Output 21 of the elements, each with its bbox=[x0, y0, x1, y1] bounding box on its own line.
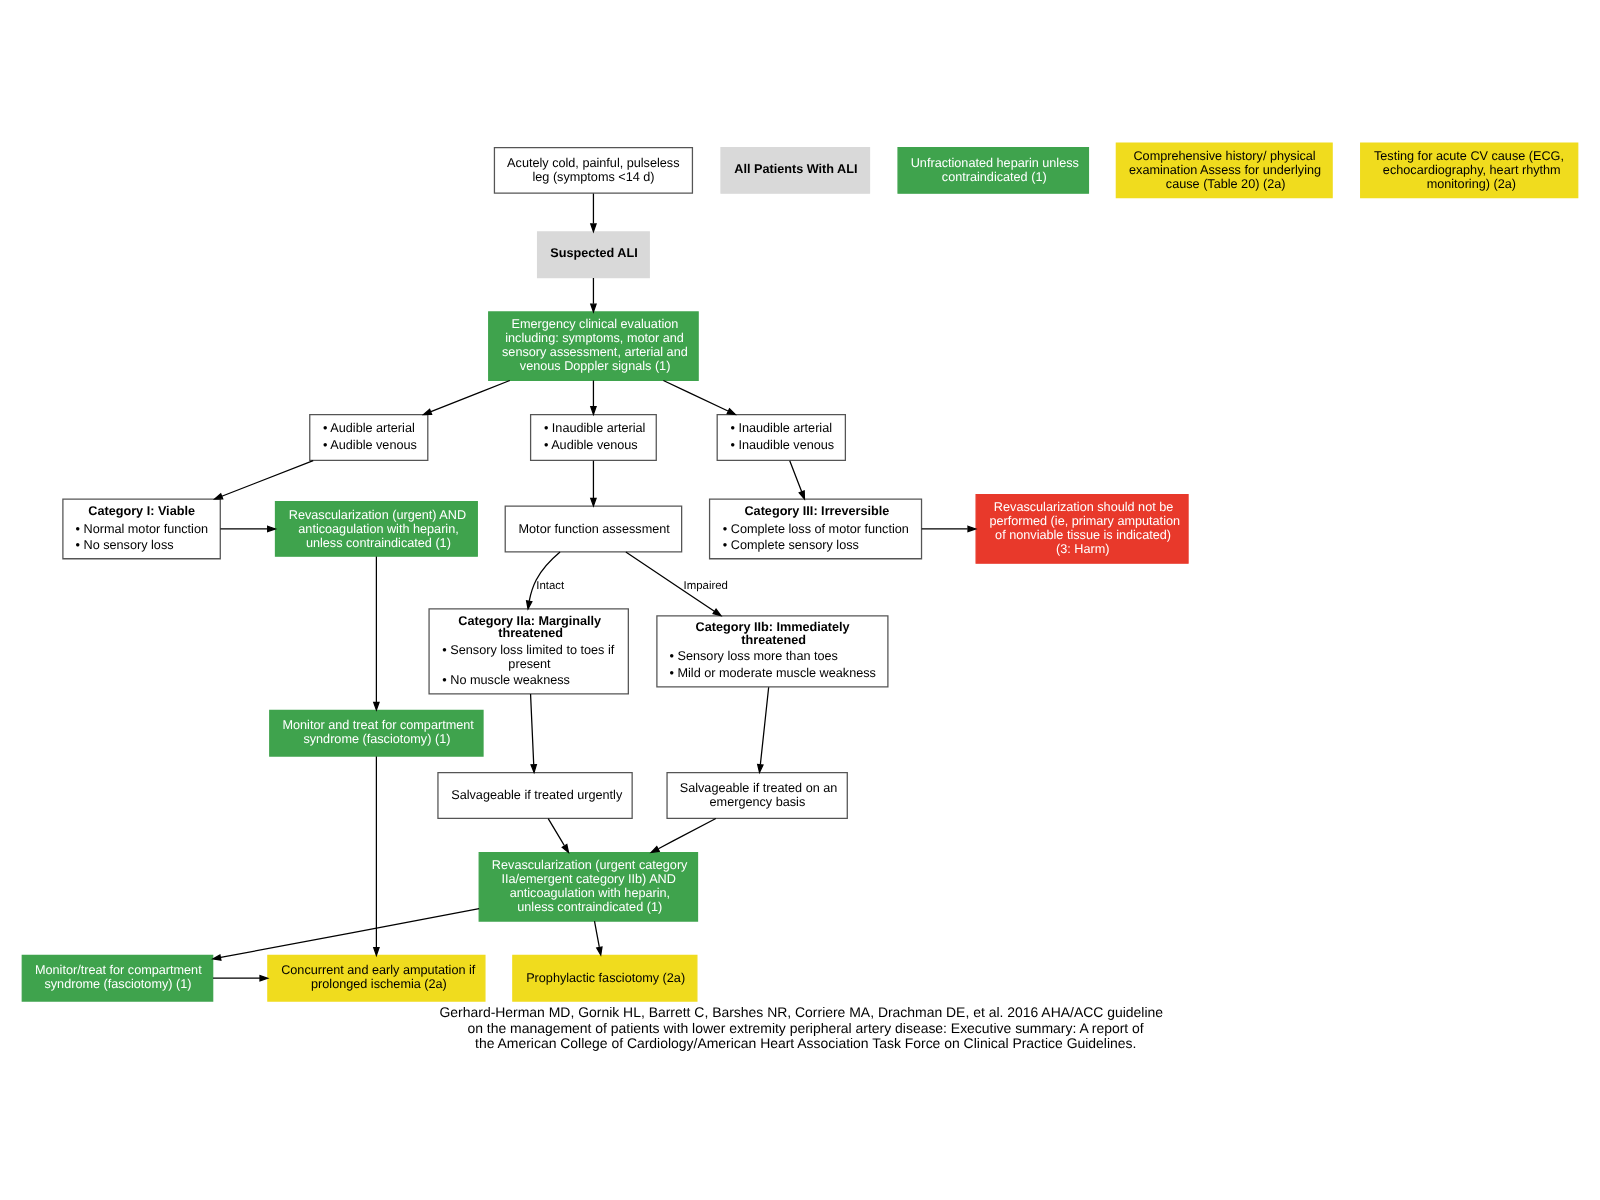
arrow bbox=[625, 551, 723, 617]
arrow bbox=[529, 693, 538, 775]
arrow bbox=[219, 525, 278, 533]
arrow bbox=[756, 686, 770, 775]
arrow bbox=[662, 379, 737, 416]
arrow bbox=[212, 974, 270, 982]
arrow bbox=[372, 755, 380, 958]
arrow bbox=[421, 379, 511, 416]
arrow bbox=[525, 551, 561, 611]
arrow bbox=[589, 192, 597, 234]
arrow bbox=[789, 460, 806, 501]
arrow bbox=[212, 459, 314, 500]
arrow bbox=[593, 920, 603, 957]
arrow bbox=[649, 817, 717, 854]
arrow bbox=[921, 525, 978, 533]
arrow bbox=[211, 908, 480, 961]
arrow bbox=[372, 555, 380, 712]
arrow bbox=[589, 277, 597, 314]
arrow bbox=[589, 460, 597, 508]
arrow bbox=[547, 818, 570, 855]
arrow bbox=[589, 379, 597, 417]
